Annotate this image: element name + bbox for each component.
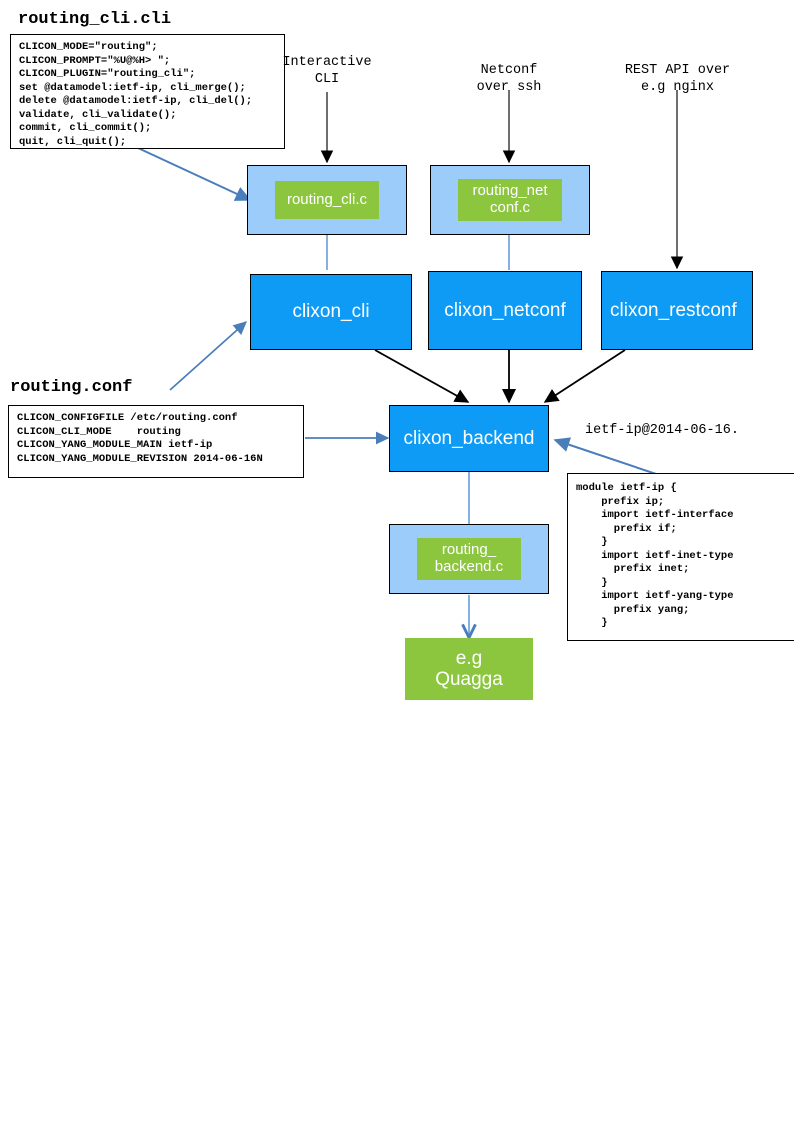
routing-conf-code-box: CLICON_CONFIGFILE /etc/routing.conf CLIC… (8, 405, 304, 478)
plugin-routing-netconf-c[interactable]: routing_net conf.c (458, 179, 562, 221)
routing-conf-title: routing.conf (10, 378, 133, 397)
routing-cli-cli-title: routing_cli.cli (18, 10, 172, 29)
arrow-restconf-to-backend (543, 349, 626, 403)
label-netconf-over-ssh: Netconf over ssh (476, 63, 542, 95)
node-quagga[interactable]: e.g Quagga (405, 638, 533, 700)
ietf-ip-yang-title: ietf-ip@2014-06-16. (585, 423, 739, 438)
node-clixon-cli[interactable]: clixon_cli (250, 274, 412, 350)
routing-cli-cli-code: CLICON_MODE="routing"; CLICON_PROMPT="%U… (19, 41, 253, 148)
plugin-container-cli: routing_cli.c (247, 165, 407, 235)
routing-cli-cli-code-box: CLICON_MODE="routing"; CLICON_PROMPT="%U… (10, 34, 285, 149)
ietf-ip-yang-code-box: module ietf-ip { prefix ip; import ietf-… (567, 473, 794, 641)
arrow-yang-to-backend (553, 437, 669, 479)
arrow-cli-to-backend (374, 349, 470, 403)
node-clixon-netconf[interactable]: clixon_netconf (428, 271, 582, 350)
node-clixon-restconf[interactable]: clixon_restconf (601, 271, 753, 350)
ietf-ip-yang-code: module ietf-ip { prefix ip; import ietf-… (576, 482, 734, 629)
routing-conf-code: CLICON_CONFIGFILE /etc/routing.conf CLIC… (17, 412, 263, 465)
label-rest-api: REST API over e.g nginx (624, 63, 731, 95)
plugin-container-backend: routing_ backend.c (389, 524, 549, 594)
arrow-conf-to-clixon-cli (169, 321, 248, 391)
plugin-routing-backend-c[interactable]: routing_ backend.c (417, 538, 521, 580)
plugin-container-netconf: routing_net conf.c (430, 165, 590, 235)
label-interactive-cli: Interactive CLI (282, 55, 372, 87)
node-clixon-backend[interactable]: clixon_backend (389, 405, 549, 472)
plugin-routing-cli-c[interactable]: routing_cli.c (275, 181, 379, 219)
arrow-clifile-to-plugin (137, 147, 252, 201)
